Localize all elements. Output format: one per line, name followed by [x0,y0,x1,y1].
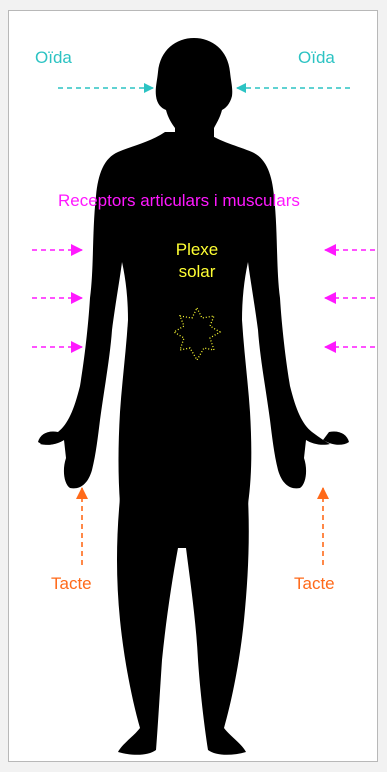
touch-label-right: Tacte [294,574,335,594]
proprioception-label: Receptors articulars i musculars [58,191,300,211]
solar-plexus-label: Plexe solar [172,239,222,283]
hearing-label-right: Oïda [298,48,335,68]
solar-plexus-line-1: Plexe [172,239,222,261]
touch-label-left: Tacte [51,574,92,594]
human-body-silhouette [38,38,349,755]
hearing-label-left: Oïda [35,48,72,68]
solar-plexus-line-2: solar [172,261,222,283]
